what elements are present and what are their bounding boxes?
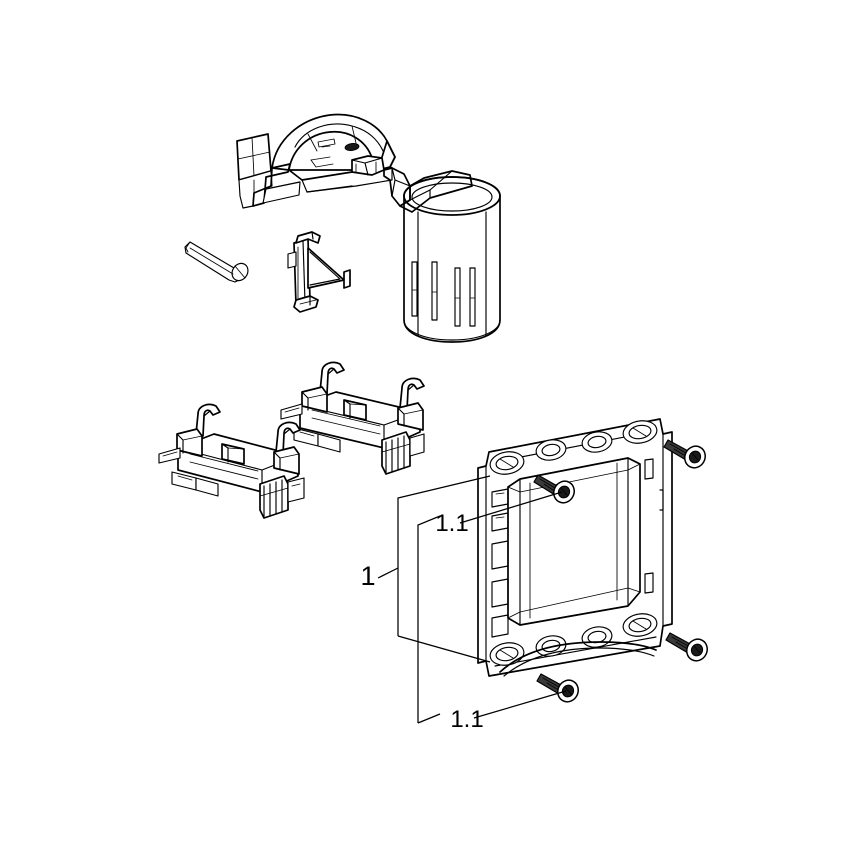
part-cover-bracket-assembly	[236, 113, 501, 343]
fastener-screw-upper-right	[663, 439, 706, 469]
callout-label-1-1-upper: 1.1	[435, 510, 468, 537]
part-mounting-frame-plate	[477, 418, 673, 677]
mounting-boss-top-mid2	[581, 431, 613, 453]
fastener-screw-lower-inner	[536, 673, 579, 703]
part-triangular-gusset-bracket	[287, 231, 351, 313]
callout-label-1-1-lower: 1.1	[450, 706, 483, 733]
mounting-boss-bottom-right	[622, 613, 658, 637]
fastener-screw-upper-inner	[533, 474, 575, 504]
fastener-screw-lower-right	[665, 632, 708, 662]
mounting-boss-top-mid1	[535, 439, 567, 461]
callout-1-leader	[377, 475, 491, 663]
mounting-boss-bottom-left	[489, 642, 525, 666]
callout-label-1: 1	[360, 561, 375, 591]
mounting-boss-top-left	[489, 451, 525, 475]
part-clip-bracket-left	[158, 403, 305, 519]
callout-1-1-leader	[417, 491, 567, 724]
part-long-slotted-pin	[184, 241, 249, 283]
mounting-boss-top-right	[622, 420, 658, 444]
part-clip-bracket-center	[280, 361, 425, 475]
mounting-boss-bottom-mid1	[535, 635, 567, 657]
